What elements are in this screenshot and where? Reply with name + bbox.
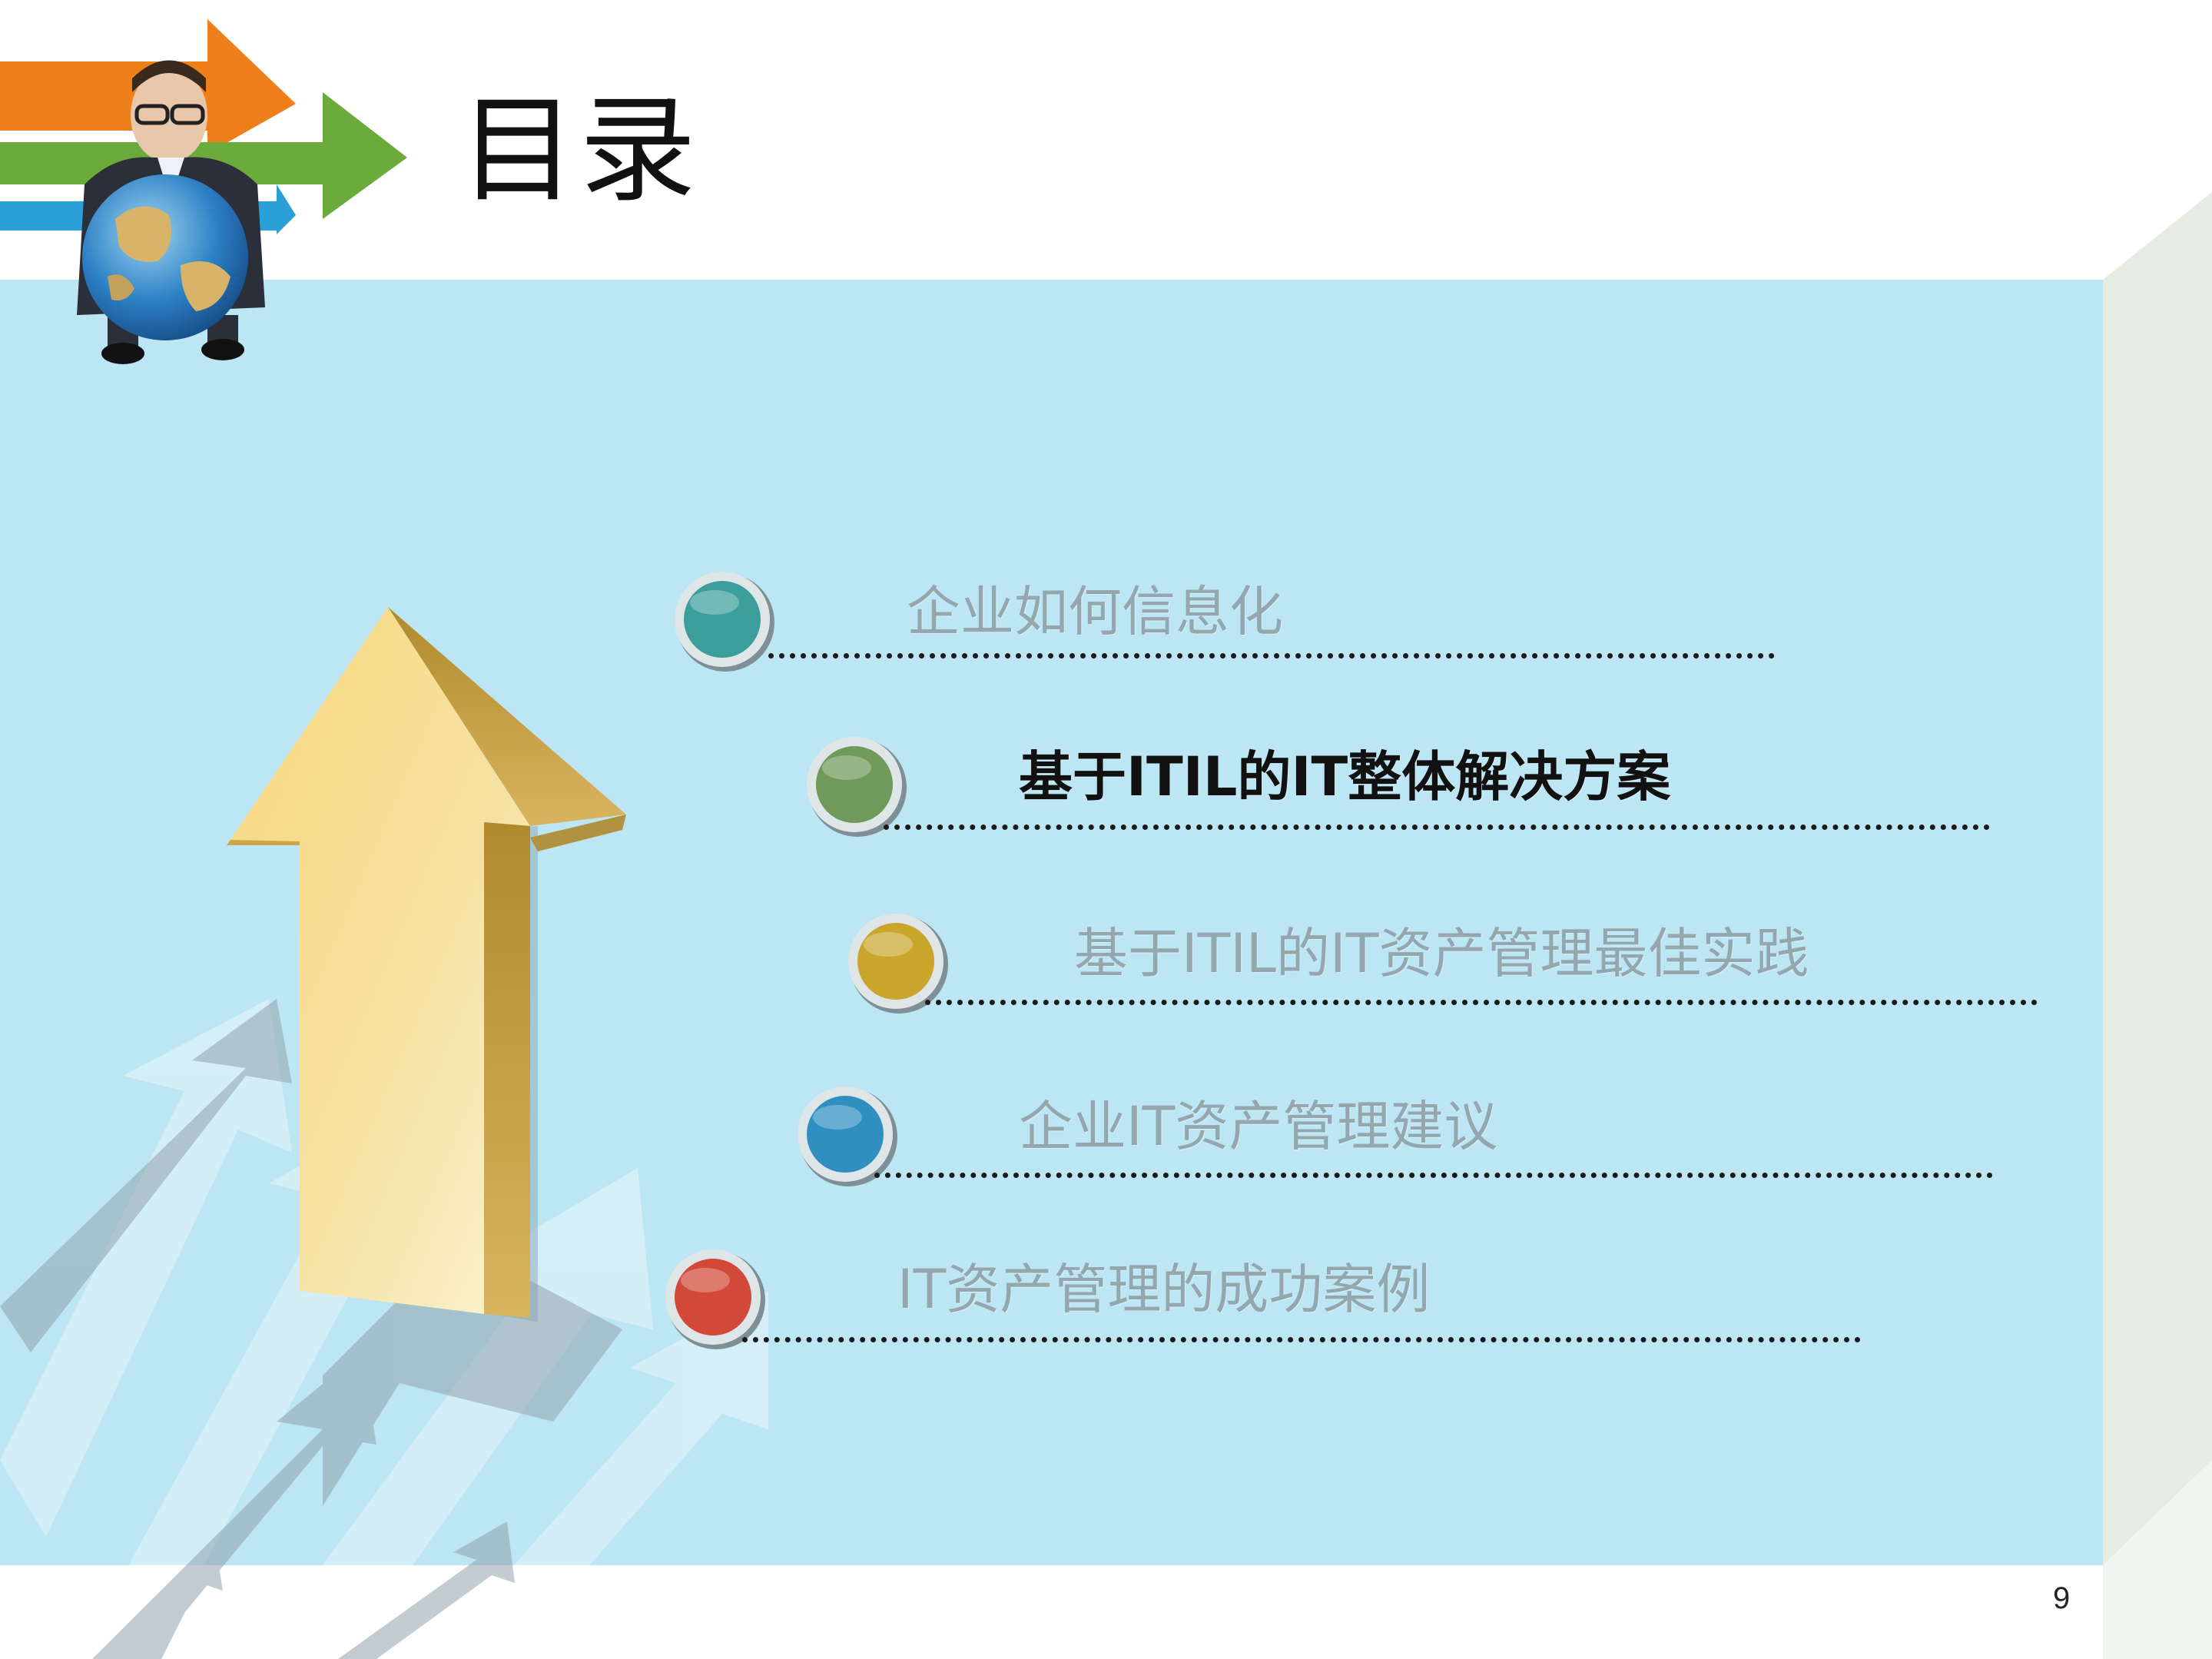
upward-arrow-icon <box>227 607 626 1322</box>
toc-item-1[interactable]: 企业如何信息化 <box>672 569 1870 684</box>
toc-divider-1 <box>768 653 1775 659</box>
toc-divider-4 <box>874 1173 1993 1178</box>
toc-bullet-red-icon <box>665 1249 765 1349</box>
toc-label-1: 企业如何信息化 <box>907 580 1283 643</box>
toc-item-3[interactable]: 基于ITIL的IT资产管理最佳实践 <box>845 911 2044 1026</box>
toc-divider-5 <box>742 1337 1861 1342</box>
toc-label-2: 基于ITIL的IT整体解决方案 <box>1019 745 1671 808</box>
toc-item-2[interactable]: 基于ITIL的IT整体解决方案 <box>804 734 2002 849</box>
toc-label-5: IT资产管理的成功案例 <box>897 1258 1431 1321</box>
toc-bullet-green-icon <box>807 737 907 837</box>
toc-label-3: 基于ITIL的IT资产管理最佳实践 <box>1074 922 1809 985</box>
toc-divider-3 <box>925 1000 2038 1005</box>
faded-arrows-gray <box>0 999 622 1659</box>
page-number: 9 <box>2053 1581 2071 1615</box>
toc-bullet-teal-icon <box>675 572 774 672</box>
page-title: 目录 <box>459 82 699 218</box>
toc-item-4[interactable]: 企业IT资产管理建议 <box>794 1083 1993 1199</box>
toc-bullet-gold-icon <box>848 914 948 1014</box>
faded-arrows <box>0 999 768 1659</box>
toc-bullet-blue-icon <box>798 1087 897 1186</box>
toc-divider-2 <box>884 825 1990 830</box>
businessman-with-globe-icon <box>0 19 407 364</box>
toc-item-5[interactable]: IT资产管理的成功案例 <box>662 1246 1861 1362</box>
growth-arrows-illustration <box>0 607 768 1659</box>
toc-label-4: 企业IT资产管理建议 <box>1019 1095 1498 1158</box>
businessman <box>77 60 265 364</box>
